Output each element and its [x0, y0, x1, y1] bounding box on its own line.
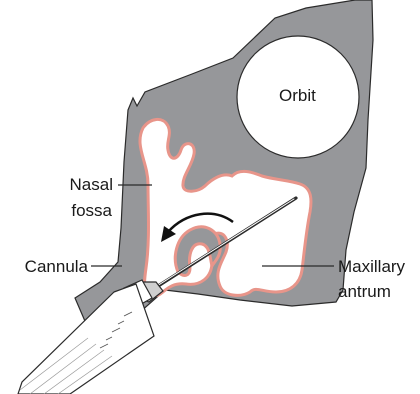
cannula-label: Cannula	[25, 257, 89, 276]
nasal-fossa-label-line2: fossa	[71, 201, 112, 220]
maxillary-antrum-label-line2: antrum	[338, 282, 391, 301]
maxillary-antrum-label-line1: Maxillary	[338, 257, 406, 276]
orbit-label: Orbit	[279, 86, 316, 105]
nasal-fossa-label-line1: Nasal	[70, 175, 113, 194]
